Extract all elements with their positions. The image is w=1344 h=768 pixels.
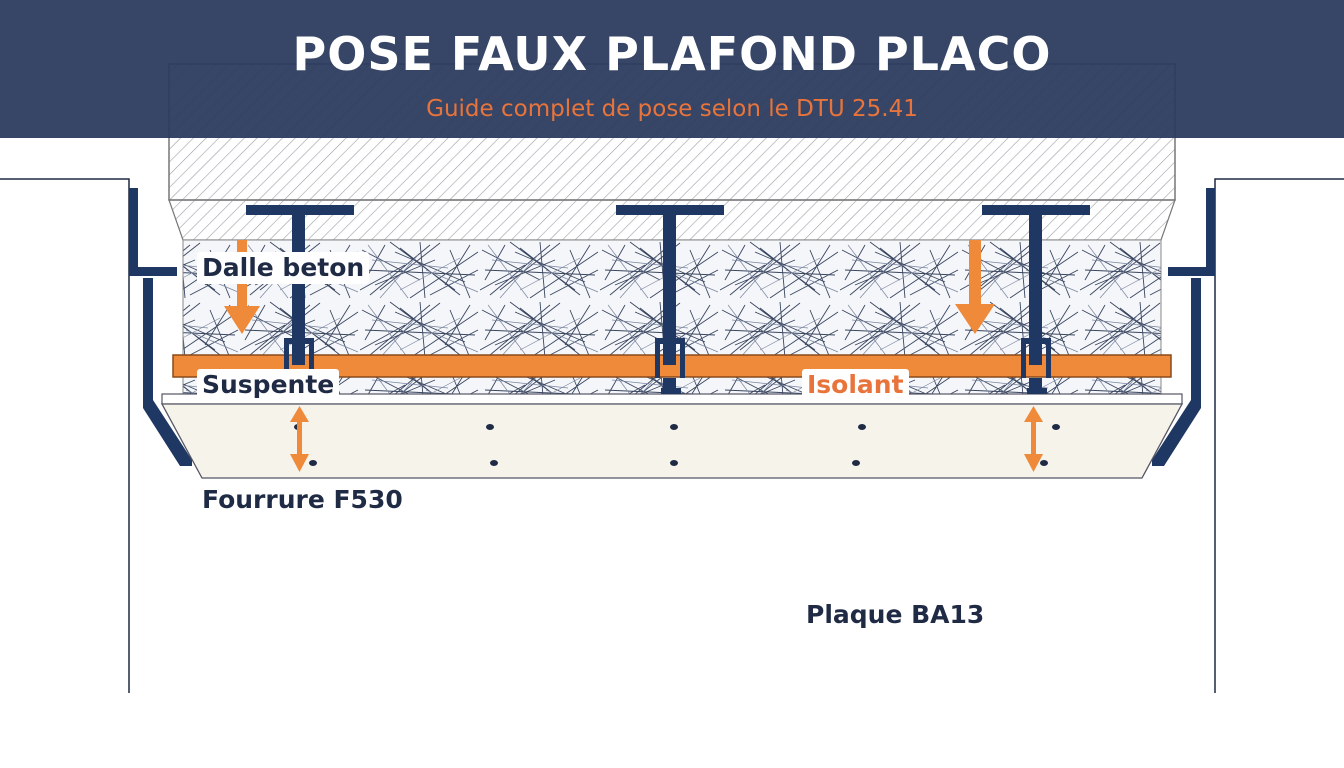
label-isolant: Isolant [802,369,909,401]
label-suspente: Suspente [197,369,340,401]
page-subtitle: Guide complet de pose selon le DTU 25.41 [426,96,918,122]
walls [0,178,1344,693]
label-dalle-beton: Dalle beton [197,252,370,284]
perimeter-profile-left [129,188,192,466]
perimeter-profile-right [1152,188,1215,466]
plasterboard [160,393,1184,479]
double-arrow-icon [1024,406,1043,472]
arrow-down-icon [955,240,995,334]
header-banner: POSE FAUX PLAFOND PLACO Guide complet de… [0,0,1344,138]
hanger-3 [982,205,1090,394]
hanger-2 [616,205,724,394]
label-fourrure: Fourrure F530 [202,485,403,514]
label-plaque: Plaque BA13 [806,600,985,629]
page-title: POSE FAUX PLAFOND PLACO [292,27,1052,81]
double-arrow-icon [290,406,309,472]
